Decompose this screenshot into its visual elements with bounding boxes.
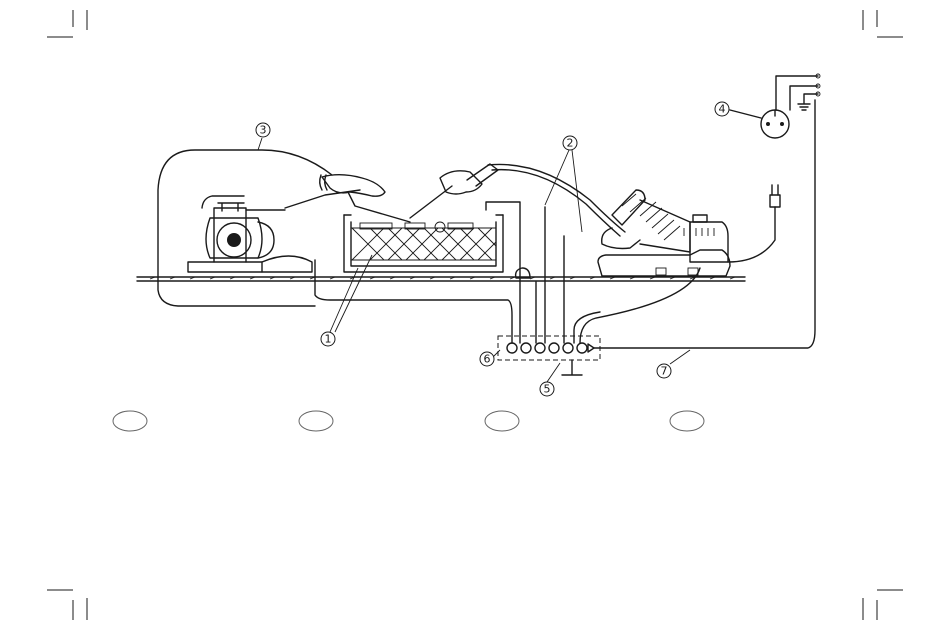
language-marker — [299, 411, 333, 431]
callout-3: 3 — [256, 123, 270, 137]
language-markers — [113, 411, 704, 431]
callout-7: 7 — [657, 364, 671, 378]
callout-6: 6 — [480, 352, 494, 366]
hands — [320, 164, 498, 222]
svg-text:7: 7 — [661, 365, 668, 378]
svg-text:2: 2 — [567, 137, 574, 150]
svg-text:4: 4 — [719, 103, 726, 116]
ground-terminal-strip — [498, 336, 600, 360]
callout-5: 5 — [540, 382, 554, 396]
language-marker — [485, 411, 519, 431]
callout-1: 1 — [321, 332, 335, 346]
svg-text:3: 3 — [260, 124, 267, 137]
soldering-station — [598, 185, 780, 276]
wall-socket — [730, 74, 820, 138]
iron-cables — [488, 164, 625, 236]
bench-machine — [188, 190, 360, 272]
svg-text:6: 6 — [484, 353, 491, 366]
crop-marks — [47, 10, 903, 620]
svg-text:1: 1 — [325, 333, 332, 346]
ground-wires — [158, 100, 815, 375]
callout-2: 2 — [563, 136, 577, 150]
svg-text:5: 5 — [544, 383, 551, 396]
callout-4: 4 — [715, 102, 729, 116]
workbench-surface — [137, 277, 745, 281]
language-marker — [670, 411, 704, 431]
language-marker — [113, 411, 147, 431]
